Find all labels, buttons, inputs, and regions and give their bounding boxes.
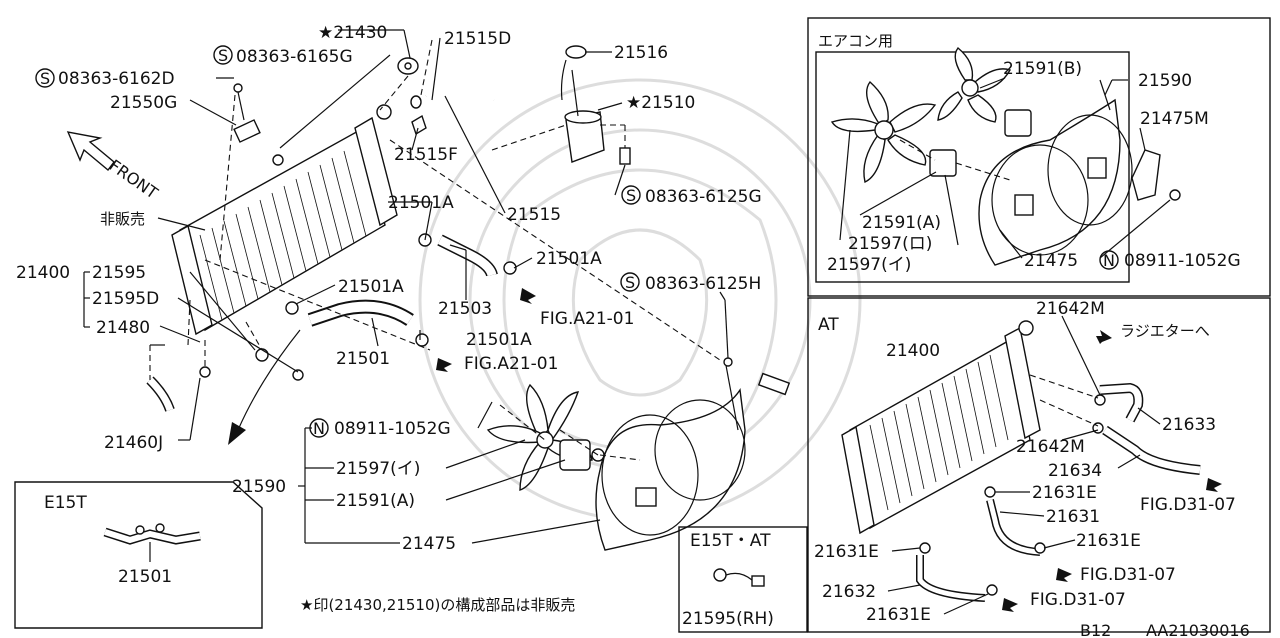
- hose-21503: [418, 233, 517, 277]
- label-21501: 21501: [336, 349, 390, 369]
- label-21597-i: 21597(イ): [336, 459, 420, 479]
- aircon-panel: [807, 17, 1271, 297]
- label-21501A-2: 21501A: [536, 249, 602, 269]
- s-mark-4: S: [625, 273, 635, 292]
- footer-code: AA21030016: [1146, 621, 1250, 638]
- at-label-21642m-1: 21642M: [1036, 299, 1105, 319]
- ac-label-21475m: 21475M: [1140, 109, 1209, 129]
- reservoir-tank-21510: [560, 45, 631, 165]
- label-21510: ★21510: [626, 93, 695, 113]
- front-arrow-icon: [66, 131, 115, 172]
- radiator-main: [171, 83, 398, 336]
- label-21515F: 21515F: [394, 145, 458, 165]
- label-21595D: 21595D: [92, 289, 159, 309]
- label-21400: 21400: [16, 263, 70, 283]
- s-mark-icons: [35, 45, 641, 438]
- label-08363-6165G: 08363-6165G: [236, 47, 353, 67]
- at-label-21631: 21631: [1046, 507, 1100, 527]
- ac-label-21590: 21590: [1138, 71, 1192, 91]
- label-21550G: 21550G: [110, 93, 177, 113]
- radiator-cap: [397, 57, 419, 75]
- at-label-fig-d31-07-2: FIG.D31-07: [1080, 565, 1176, 585]
- hose-21501: [285, 299, 429, 347]
- label-21515D: 21515D: [444, 29, 511, 49]
- label-21430: ★21430: [318, 23, 387, 43]
- inset-e15t-title: E15T: [44, 493, 87, 513]
- ac-label-21597ro: 21597(ロ): [848, 234, 932, 254]
- inset-e15t: [14, 481, 263, 629]
- label-fig-a21-01-1: FIG.A21-01: [540, 309, 634, 329]
- label-21501A-1: 21501A: [388, 193, 454, 213]
- at-label-21631e-1: 21631E: [1032, 483, 1097, 503]
- label-21475: 21475: [402, 534, 456, 554]
- label-21515: 21515: [507, 205, 561, 225]
- label-08363-6162D: 08363-6162D: [58, 69, 175, 89]
- ac-label-21591b: 21591(B): [1003, 59, 1082, 79]
- label-08363-6125H: 08363-6125H: [645, 274, 761, 294]
- leader-lines-solid: [83, 29, 729, 544]
- at-label-21642m-2: 21642M: [1016, 437, 1085, 457]
- label-21503: 21503: [438, 299, 492, 319]
- label-21501A-3: 21501A: [338, 277, 404, 297]
- inset-e15t-at-title: E15T・AT: [690, 531, 771, 551]
- at-label-21631e-3: 21631E: [814, 542, 879, 562]
- footnote: ★印(21430,21510)の構成部品は非販売: [300, 596, 575, 614]
- fan-blade-21597: [486, 383, 593, 491]
- at-panel: [807, 297, 1271, 633]
- label-21595: 21595: [92, 263, 146, 283]
- label-21516: 21516: [614, 43, 668, 63]
- at-label-radiator: ラジエターへ: [1120, 322, 1210, 340]
- s-mark-2: S: [218, 46, 228, 65]
- label-21460J: 21460J: [104, 433, 163, 453]
- fig-arrow-icons: [436, 288, 536, 372]
- n-mark-1: N: [313, 419, 325, 438]
- at-title: AT: [818, 315, 839, 335]
- front-label: FRONT: [106, 156, 162, 203]
- label-21590: 21590: [232, 477, 286, 497]
- aircon-title: エアコン用: [818, 32, 893, 50]
- at-label-21634: 21634: [1048, 461, 1102, 481]
- ac-n-mark: N: [1103, 251, 1115, 270]
- at-label-21633: 21633: [1162, 415, 1216, 435]
- label-08363-6125G: 08363-6125G: [645, 187, 762, 207]
- label-21501A-4: 21501A: [466, 330, 532, 350]
- upper-hose-21515: [410, 63, 497, 136]
- ac-n-mark-icon: [1099, 250, 1119, 270]
- at-label-21632: 21632: [822, 582, 876, 602]
- ac-label-21591a: 21591(A): [862, 213, 941, 233]
- s-mark-1: S: [40, 69, 50, 88]
- at-label-fig-d31-07-3: FIG.D31-07: [1030, 590, 1126, 610]
- label-08911-1052G: 08911-1052G: [334, 419, 451, 439]
- s-mark-3: S: [626, 186, 636, 205]
- ac-label-21597i: 21597(イ): [827, 255, 911, 275]
- leader-lines-dashed: [149, 39, 721, 461]
- fan-shroud-21475: [595, 357, 791, 551]
- drain-hose-21460J: [146, 348, 304, 412]
- label-hihanbai: 非販売: [100, 210, 145, 228]
- footer-b12: B12: [1080, 621, 1111, 638]
- inset-e15t-label-21501: 21501: [118, 567, 172, 587]
- label-21591-a: 21591(A): [336, 491, 415, 511]
- label-21480: 21480: [96, 318, 150, 338]
- ac-label-21475: 21475: [1024, 251, 1078, 271]
- at-label-21400: 21400: [886, 341, 940, 361]
- direction-arrow-icon: [228, 329, 301, 445]
- at-label-21631e-4: 21631E: [866, 605, 931, 625]
- at-label-21631e-2: 21631E: [1076, 531, 1141, 551]
- ac-label-08911: 08911-1052G: [1124, 251, 1241, 271]
- label-fig-a21-01-2: FIG.A21-01: [464, 354, 558, 374]
- inset-e15t-at: [678, 526, 808, 633]
- at-label-fig-d31-07-1: FIG.D31-07: [1140, 495, 1236, 515]
- inset-e15t-at-label-21595rh: 21595(RH): [682, 609, 774, 629]
